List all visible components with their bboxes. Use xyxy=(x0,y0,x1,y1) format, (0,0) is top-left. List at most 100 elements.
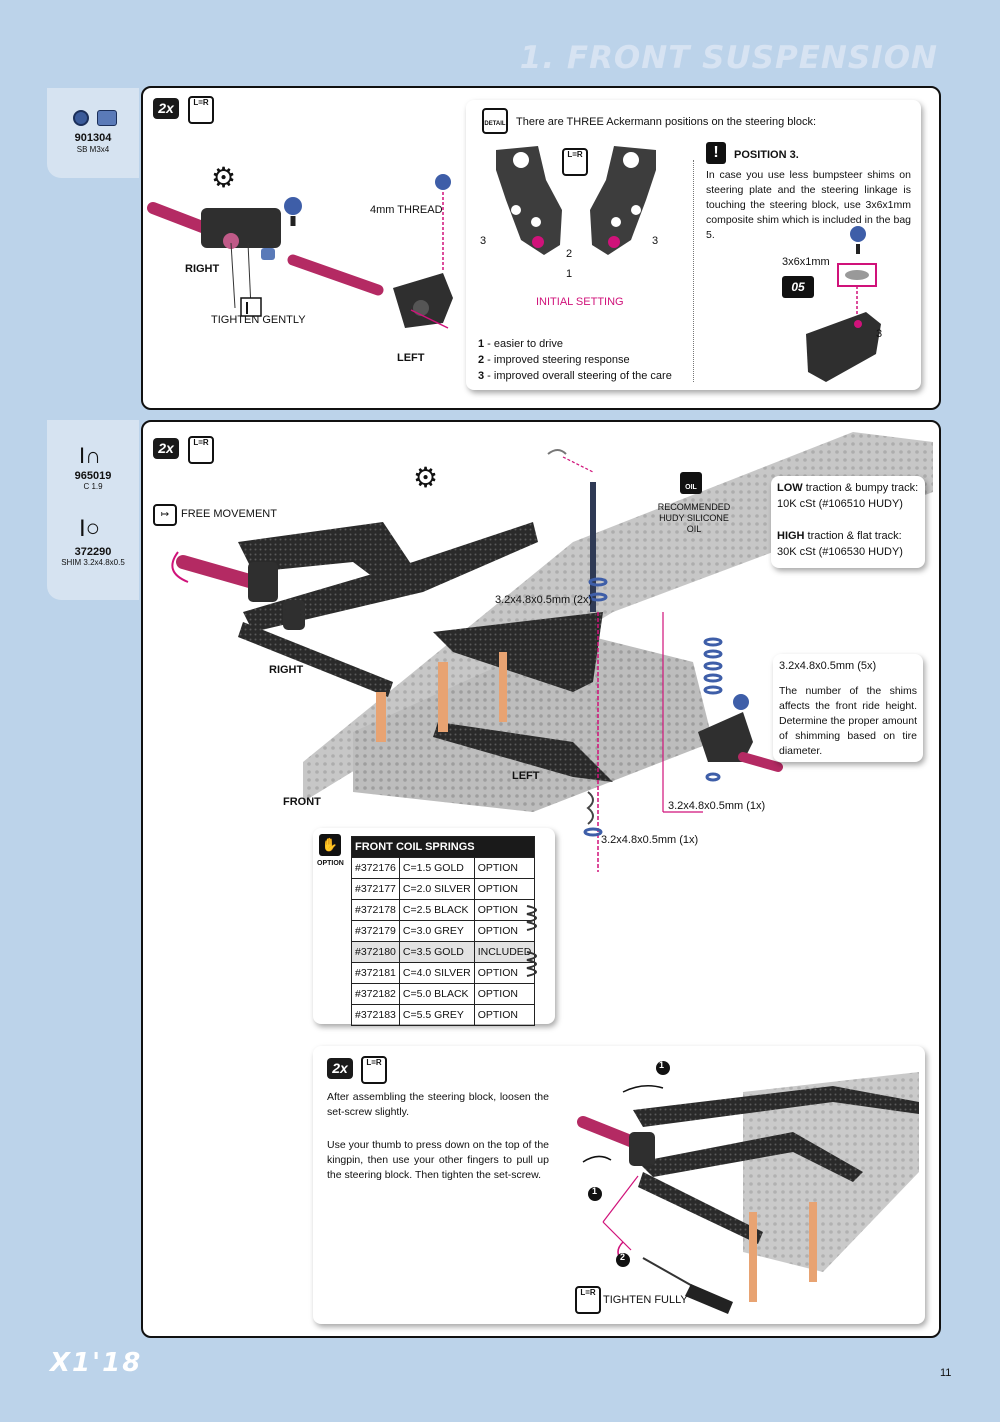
thread-label: 4mm THREAD xyxy=(370,204,443,216)
part-desc: SB M3x4 xyxy=(76,145,110,154)
high-traction-text: HIGH traction & flat track: xyxy=(777,528,902,544)
quantity-badge: 2x xyxy=(327,1058,353,1079)
shim-1x-label-b: 3.2x4.8x0.5mm (1x) xyxy=(601,834,699,846)
part-number: 901304 xyxy=(74,132,112,144)
step-1-panel: 2x L=R ⚙ 4mm THREAD RIGHT TIGHTEN GENTLY… xyxy=(141,86,941,410)
shim-1x-label-a: 3.2x4.8x0.5mm (1x) xyxy=(668,800,766,812)
low-traction-value: 10K cSt (#106510 HUDY) xyxy=(777,498,903,510)
shim-5x-label: 3.2x4.8x0.5mm (5x) xyxy=(779,660,877,672)
position-3-illustration xyxy=(806,226,881,382)
step-3-box: 2x L=R After assembling the steering blo… xyxy=(313,1046,925,1324)
right-label: RIGHT xyxy=(269,664,304,676)
legend-num: 2 xyxy=(478,354,485,366)
low-traction-text: LOW traction & bumpy track: xyxy=(777,480,918,496)
status-cell: OPTION xyxy=(473,983,536,1005)
e-clip-icon: I∩ xyxy=(79,443,101,468)
shim-label: 3x6x1mm xyxy=(782,256,830,268)
shim-2x-label: 3.2x4.8x0.5mm (2x) xyxy=(495,594,593,606)
bag-number-badge: 05 xyxy=(782,276,814,298)
screw-side-icon xyxy=(97,110,117,126)
free-movement-icon: ↦ xyxy=(153,504,177,526)
part-cell: #372180 xyxy=(351,941,400,963)
legend-text: - improved steering response xyxy=(484,354,630,366)
part-desc: SHIM 3.2x4.8x0.5 xyxy=(61,558,125,567)
brand-logo: X1'18 xyxy=(50,1348,143,1378)
shim-icon: I○ xyxy=(79,515,101,542)
left-right-same-icon: L=R xyxy=(188,96,214,124)
step-3-para-1: After assembling the steering block, loo… xyxy=(327,1091,549,1118)
low-bold: LOW xyxy=(777,482,803,494)
part-number: 372290 xyxy=(74,546,112,558)
shim-note-box: 3.2x4.8x0.5mm (5x) The number of the shi… xyxy=(773,654,923,762)
lr-text: L=R xyxy=(366,1058,382,1067)
oil-icon: OIL xyxy=(680,472,702,494)
position-3-title: POSITION 3. xyxy=(734,149,799,161)
position-3-left: 3 xyxy=(480,235,487,247)
parts-sidebar-2: I∩ 965019 C 1.9 I○ 372290 SHIM 3.2x4.8x0… xyxy=(47,420,139,600)
left-right-same-icon: L=R xyxy=(575,1286,601,1314)
rate-cell: C=2.5 BLACK xyxy=(398,899,475,921)
rate-cell: C=5.5 GREY xyxy=(398,1004,475,1026)
parts-sidebar-1: 901304 SB M3x4 xyxy=(47,88,139,178)
ackermann-positions-illustration xyxy=(496,146,656,255)
position-3-text: In case you use less bumpsteer shims on … xyxy=(706,169,911,241)
position-3-marker: 3 xyxy=(876,328,883,340)
button-head-screw-icon xyxy=(73,110,89,126)
grease-gear-icon: ⚙ xyxy=(211,162,237,193)
page-title: 1. FRONT SUSPENSION xyxy=(519,40,938,76)
step-2-panel: 2x L=R xyxy=(141,420,941,1338)
legend-item-3: 3 - improved overall steering of the car… xyxy=(478,368,672,384)
coil-spring-icons xyxy=(526,905,537,977)
page-number: 11 xyxy=(940,1367,952,1379)
tighten-gently-label: TIGHTEN GENTLY xyxy=(211,314,306,326)
initial-setting-label: INITIAL SETTING xyxy=(536,296,624,308)
warning-icon: ! xyxy=(706,142,726,164)
oil-label-1: RECOMMENDED xyxy=(657,502,731,512)
rate-cell: C=2.0 SILVER xyxy=(398,878,475,900)
tighten-fully-label: TIGHTEN FULLY xyxy=(603,1294,688,1306)
part-cell: #372179 xyxy=(351,920,400,942)
left-right-same-icon: L=R xyxy=(361,1056,387,1084)
right-label: RIGHT xyxy=(185,263,220,275)
step-marker-1-bottom: 1 xyxy=(592,1186,598,1196)
free-movement-label: FREE MOVEMENT xyxy=(181,508,277,520)
step-3-para-2: Use your thumb to press down on the top … xyxy=(327,1139,549,1181)
front-label: FRONT xyxy=(283,796,321,808)
part-desc: C 1.9 xyxy=(83,482,103,491)
left-label: LEFT xyxy=(397,352,425,364)
part-cell: #372181 xyxy=(351,962,400,984)
legend-text: - easier to drive xyxy=(484,338,563,350)
rate-cell: C=4.0 SILVER xyxy=(398,962,475,984)
detail-magnifier-icon: DETAIL xyxy=(482,108,508,134)
low-text: traction & bumpy track: xyxy=(802,482,919,494)
oil-recommended-label: RECOMMENDED HUDY SILICONE OIL xyxy=(653,502,735,535)
ackermann-detail-box: DETAIL There are THREE Ackermann positio… xyxy=(466,100,921,390)
legend-num: 1 xyxy=(478,338,485,350)
status-cell: OPTION xyxy=(473,878,536,900)
part-cell: #372176 xyxy=(351,857,400,879)
status-cell: INCLUDED xyxy=(473,941,536,963)
rate-cell: C=1.5 GOLD xyxy=(398,857,475,879)
quantity-badge: 2x xyxy=(153,438,179,459)
left-right-same-icon: L=R xyxy=(188,436,214,464)
thumbs-up-icon: ✋ xyxy=(319,834,341,856)
legend-item-2: 2 - improved steering response xyxy=(478,352,630,368)
part-cell: #372182 xyxy=(351,983,400,1005)
oil-icon-text: OIL xyxy=(685,484,697,491)
lr-text: L=R xyxy=(193,438,209,447)
shim-note-text: The number of the shims affects the fron… xyxy=(779,685,917,757)
position-2: 2 xyxy=(566,248,573,260)
quantity-badge: 2x xyxy=(153,98,179,119)
steering-block-assembly-illustration xyxy=(147,174,453,329)
part-cell: #372178 xyxy=(351,899,400,921)
part-number: 965019 xyxy=(74,470,112,482)
high-text: traction & flat track: xyxy=(804,530,902,542)
detail-icon-text: DETAIL xyxy=(484,121,506,127)
